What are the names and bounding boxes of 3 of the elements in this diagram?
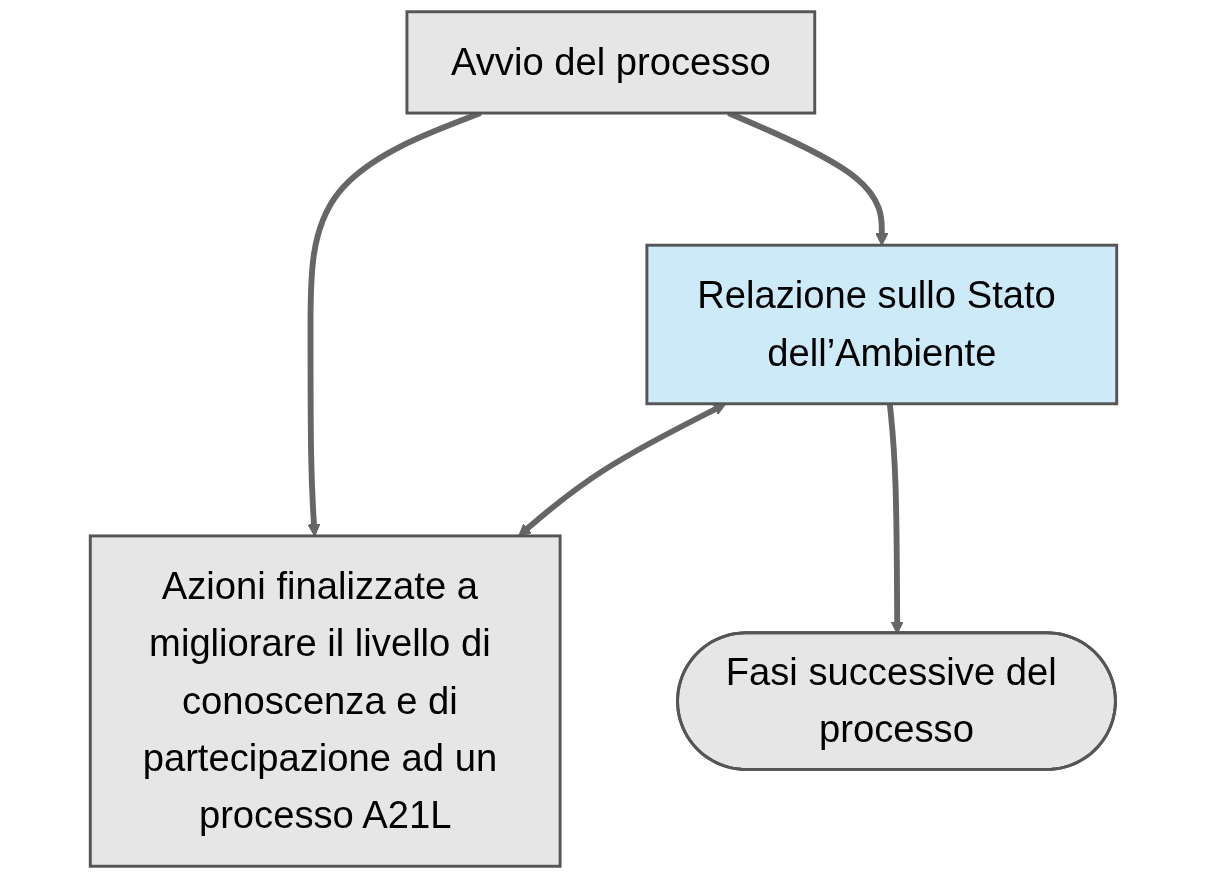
node-box: Azioni finalizzate a migliorare il livello di conoscenza e di partecipazione ad un processo A21L [88, 534, 562, 868]
node-box: Avvio del processo [405, 10, 817, 115]
node-box: Relazione sullo Stato dell’Ambiente [645, 243, 1119, 406]
